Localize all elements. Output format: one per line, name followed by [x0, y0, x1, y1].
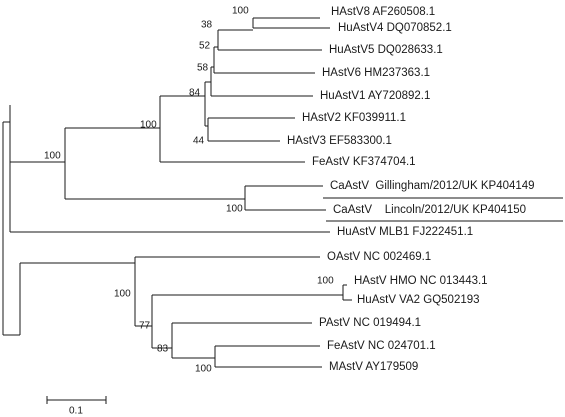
bootstrap-value: 100: [44, 151, 61, 162]
bootstrap-value: 100: [232, 6, 249, 17]
taxon-label: HuAstV VA2 GQ502193: [357, 294, 480, 306]
bootstrap-value: 52: [199, 41, 211, 52]
tree-branches: [2, 17, 563, 368]
taxon-label: HAstV3 EF583300.1: [287, 135, 392, 147]
taxon-label: HuAstV4 DQ070852.1: [338, 22, 452, 34]
taxon-label: HAstV6 HM237363.1: [322, 67, 430, 79]
taxon-label: CaAstV Gillingham/2012/UK KP404149: [330, 180, 535, 192]
bootstrap-value: 77: [139, 321, 151, 332]
taxon-label: FeAstV NC 024701.1: [327, 340, 436, 352]
taxon-label: HuAstV5 DQ028633.1: [329, 44, 443, 56]
taxon-label: CaAstV Lincoln/2012/UK KP404150: [333, 204, 526, 216]
scale-bar: 0.1: [46, 396, 107, 417]
bootstrap-value: 44: [193, 136, 205, 147]
bootstrap-value: 100: [140, 120, 157, 131]
bootstrap-value: 84: [189, 88, 201, 99]
bootstrap-value: 58: [197, 63, 209, 74]
taxon-label: HAstV8 AF260508.1: [331, 6, 435, 18]
taxon-label: PAstV NC 019494.1: [319, 317, 421, 329]
taxon-label: FeAstV KF374704.1: [312, 156, 416, 168]
taxon-label: HAstV HMO NC 013443.1: [354, 275, 488, 287]
taxon-label: HuAstV MLB1 FJ222451.1: [337, 226, 473, 238]
taxon-labels: HAstV8 AF260508.1 HuAstV4 DQ070852.1 HuA…: [287, 6, 535, 373]
taxon-label: MAstV AY179509: [329, 361, 418, 373]
bootstrap-values: 100 38 52 58 84 100 44 100 100 100 100 7…: [44, 6, 334, 375]
taxon-label: OAstV NC 002469.1: [327, 251, 431, 263]
bootstrap-value: 100: [114, 289, 131, 300]
bootstrap-value: 100: [226, 204, 243, 215]
bootstrap-value: 83: [157, 344, 169, 355]
taxon-label: HAstV2 KF039911.1: [302, 112, 406, 124]
scale-bar-label: 0.1: [69, 406, 83, 417]
taxon-label: HuAstV1 AY720892.1: [320, 90, 430, 102]
bootstrap-value: 38: [201, 20, 213, 31]
bootstrap-value: 100: [195, 364, 212, 375]
bootstrap-value: 100: [317, 276, 334, 287]
